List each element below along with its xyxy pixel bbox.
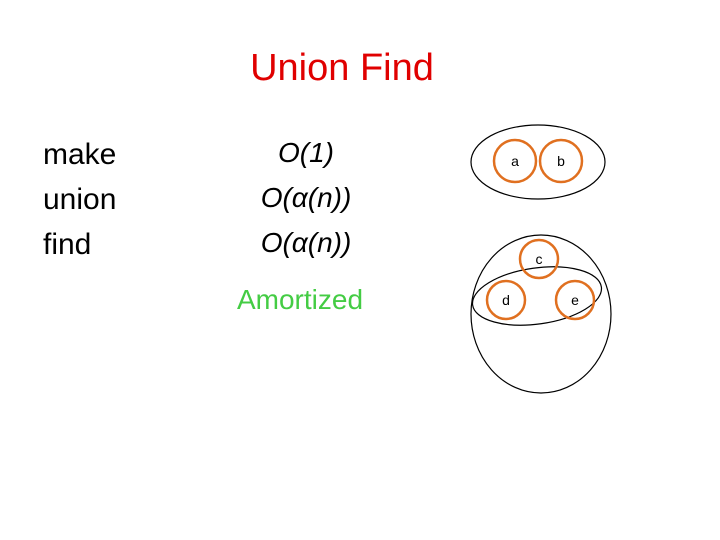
set-ab-outline bbox=[470, 124, 606, 200]
set-cde-outline bbox=[470, 234, 612, 394]
node-e-label: e bbox=[571, 292, 579, 308]
operation-union: union bbox=[43, 183, 117, 216]
amortized-note: Amortized bbox=[236, 284, 364, 315]
cost-union: O(α(n)) bbox=[260, 182, 352, 213]
node-c-label: c bbox=[536, 251, 543, 267]
cost-find: O(α(n)) bbox=[260, 227, 352, 258]
cost-list: O(1) O(α(n)) O(α(n)) bbox=[226, 130, 386, 265]
operation-make: make bbox=[43, 138, 117, 171]
slide-title: Union Find bbox=[250, 47, 434, 89]
node-d-label: d bbox=[502, 292, 510, 308]
node-d: d bbox=[485, 279, 527, 321]
node-c: c bbox=[518, 238, 560, 280]
subset-de-outline bbox=[471, 266, 603, 326]
cost-make: O(1) bbox=[278, 137, 334, 168]
node-e: e bbox=[554, 279, 596, 321]
operation-list: make union find bbox=[43, 132, 116, 267]
node-a: a bbox=[492, 138, 538, 184]
operation-find: find bbox=[43, 228, 92, 261]
node-b: b bbox=[538, 138, 584, 184]
node-b-label: b bbox=[557, 153, 565, 169]
node-a-label: a bbox=[511, 153, 519, 169]
